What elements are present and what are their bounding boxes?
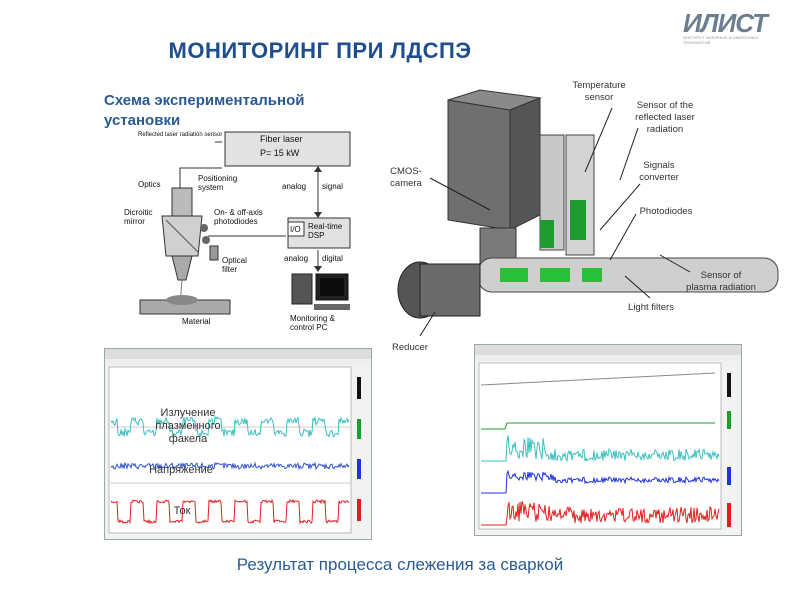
device-drawing: Temperature sensor Sensor of the reflect… [390,80,790,353]
label-filters: Light filters [628,302,674,313]
logo: ИЛИСТ ИНСТИТУТ ЛАЗЕРНЫХ И СВАРОЧНЫХ ТЕХН… [683,8,768,45]
label-photodiodes: Photodiodes [639,206,693,217]
label-plasma-signal: Излучение плазменного факела [155,407,221,445]
setup-schematic: Fiber laser P= 15 kW Reflected laser rad… [110,128,360,338]
device-illustration [397,89,779,337]
label-cmos: CMOS-camera [390,166,422,189]
signal-plot-right [475,345,741,530]
signal-plot-left [105,349,371,534]
label-plasma: Sensor of plasma radiation [686,270,756,293]
label-reducer: Reducer [392,342,428,353]
schematic-drawing [139,131,351,315]
label-voltage: Напряжение [149,464,213,476]
label-signals: Signals converter [639,160,679,183]
label-current: Ток [173,505,191,517]
caption: Результат процесса слежения за сваркой [236,555,564,574]
page-title: МОНИТОРИНГ ПРИ ЛДСПЭ [168,38,472,63]
monitoring-window-left[interactable]: Излучение плазменного факела Напряжение … [104,348,372,540]
monitoring-window-right[interactable] [474,344,742,536]
schematic-subtitle: Схема экспериментальной установки [104,92,305,129]
label-reflected: Sensor of the reflected laser radiation [635,100,695,135]
label-temperature: Temperature sensor [572,80,626,103]
